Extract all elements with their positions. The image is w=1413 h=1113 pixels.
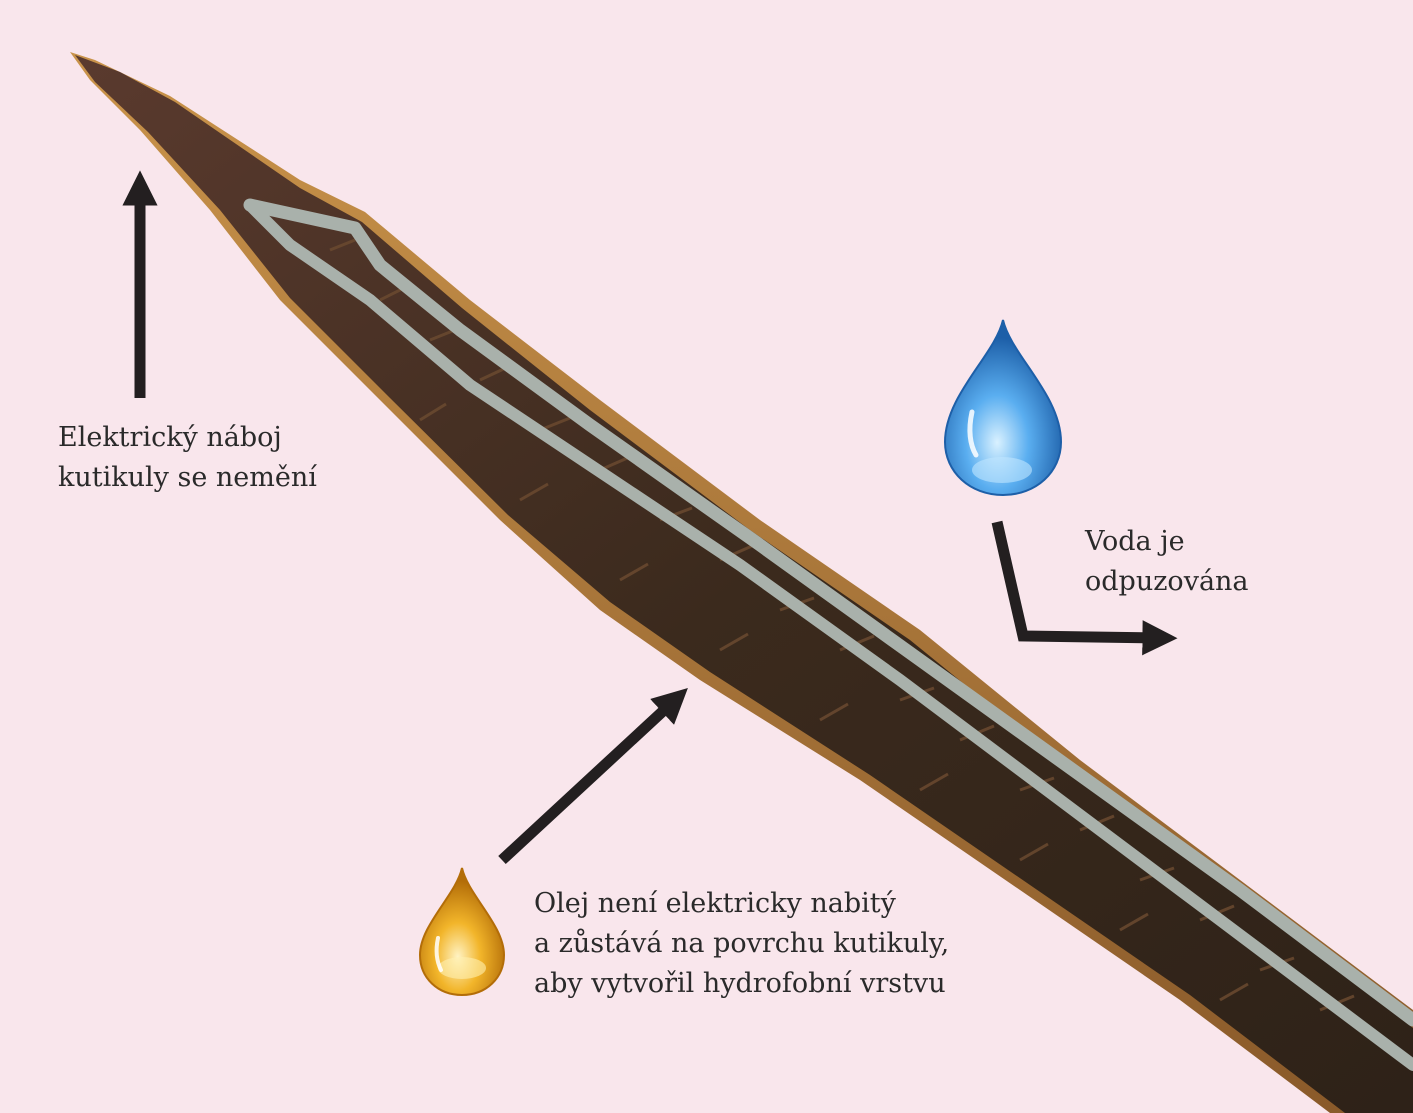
label-oil-layer: Olej není elektricky nabitý a zůstává na… — [534, 884, 949, 1004]
oil-drop-icon — [418, 867, 506, 997]
hair-strand-illustration — [70, 52, 1413, 1113]
label-water-repelled: Voda je odpuzována — [1085, 522, 1249, 602]
label-water-line-2: odpuzována — [1085, 566, 1249, 597]
label-oil-line-3: aby vytvořil hydrofobní vrstvu — [534, 968, 946, 999]
label-oil-line-1: Olej není elektricky nabitý — [534, 888, 896, 919]
label-cuticle-charge: Elektrický náboj kutikuly se nemění — [58, 418, 317, 498]
label-water-line-1: Voda je — [1085, 526, 1185, 557]
water-drop-icon — [943, 319, 1063, 497]
arrow-diagonal-up-right-icon — [498, 688, 688, 865]
label-cuticle-line-1: Elektrický náboj — [58, 422, 282, 453]
label-cuticle-line-2: kutikuly se nemění — [58, 462, 317, 493]
arrow-elbow-right-icon — [991, 520, 1178, 656]
label-oil-line-2: a zůstává na povrchu kutikuly, — [534, 928, 950, 959]
